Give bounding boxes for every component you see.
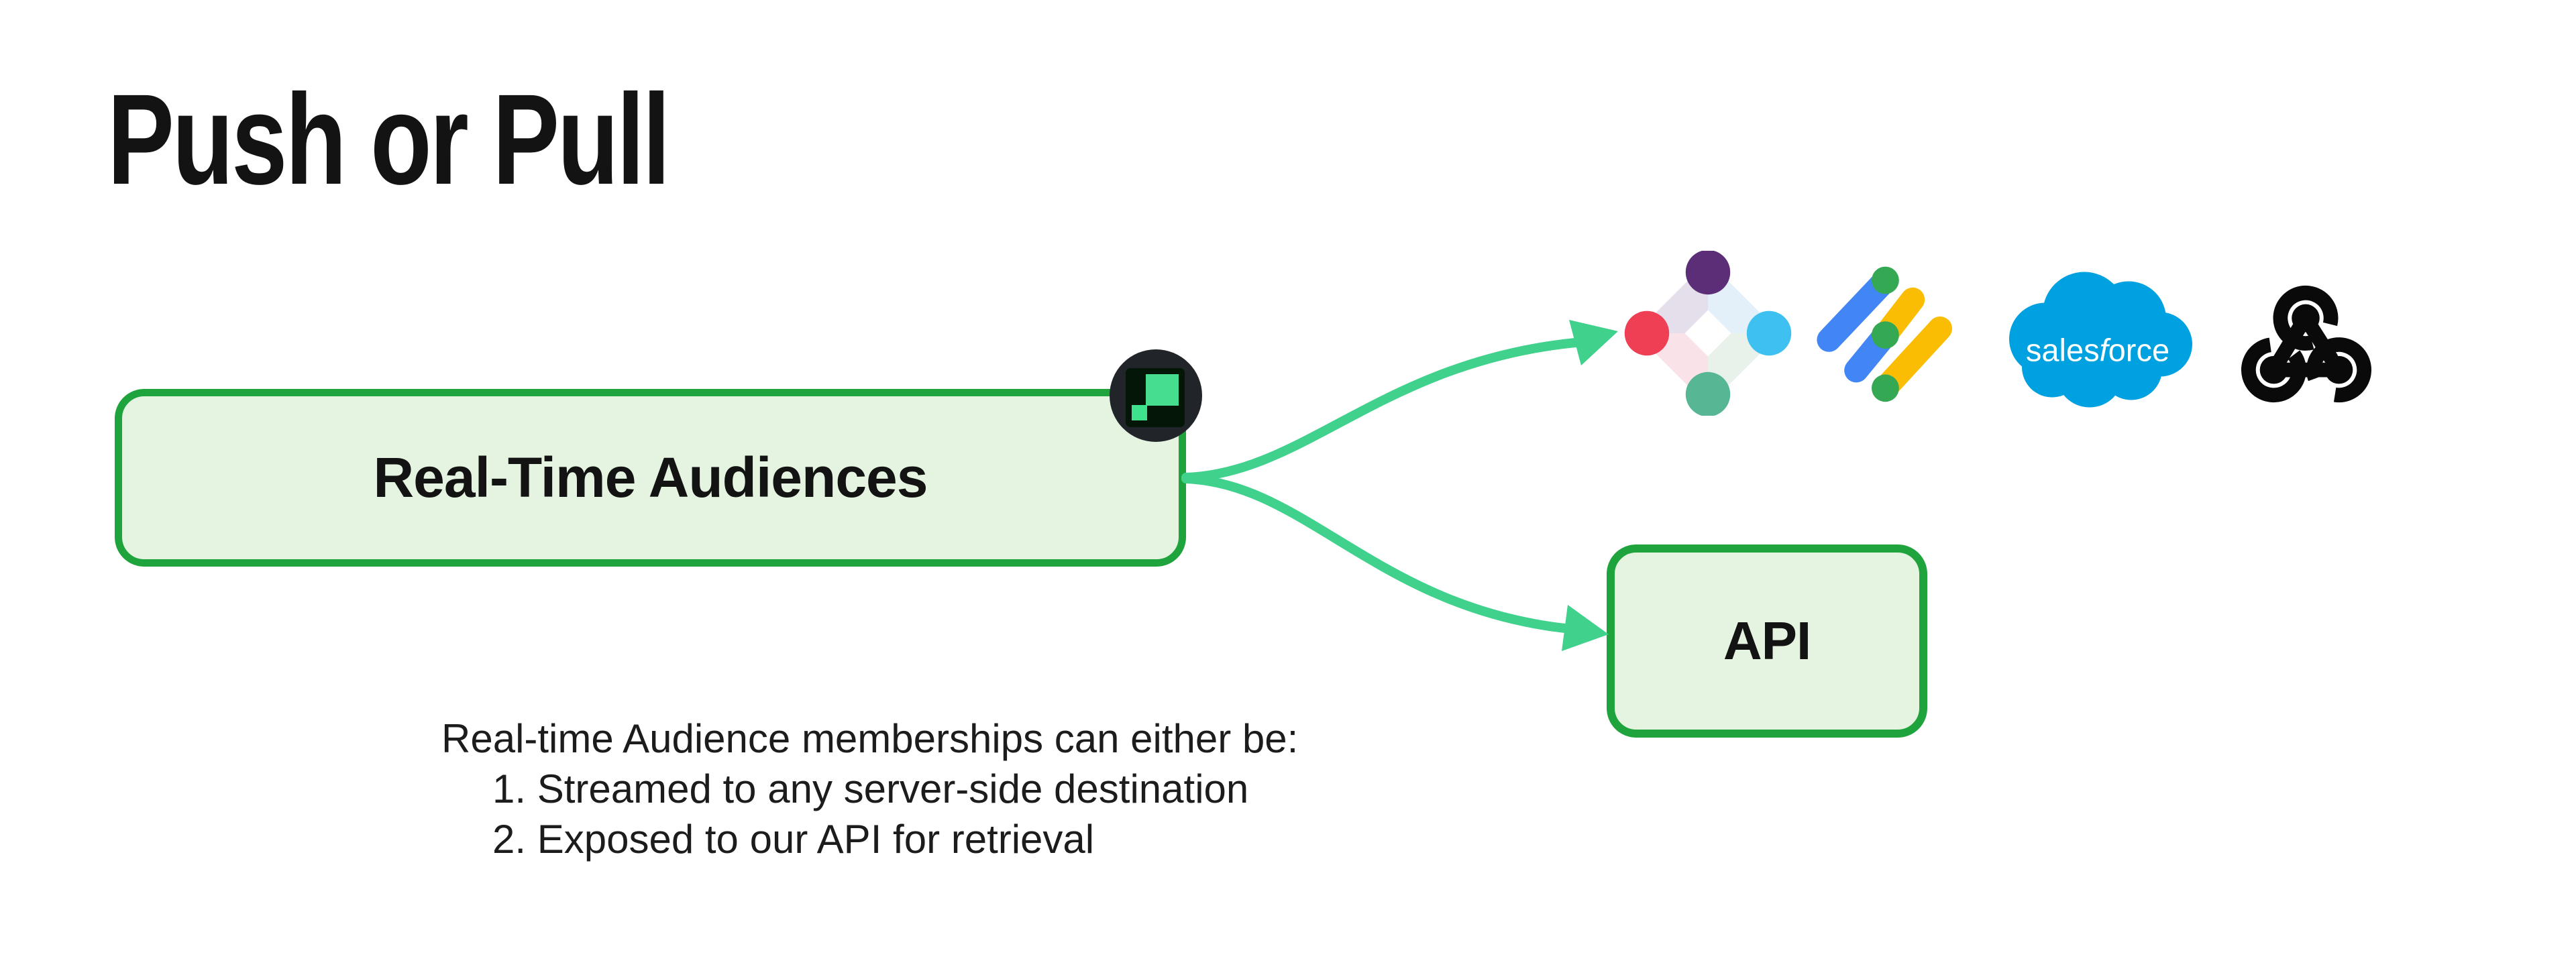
salesforce-logo: salesforce [2009,272,2192,408]
salesforce-cloud [2009,272,2192,408]
arrow-to-destinations-path [1181,338,1580,482]
arrow-to-api-path [1181,474,1570,633]
engage-icon-small-square [1132,405,1147,420]
salesforce-wordmark-pre: sales [2026,333,2100,368]
realtime-audiences-label: Real-Time Audiences [373,446,928,509]
caption-item-1: 1. Streamed to any server-side destinati… [492,766,1249,811]
realtime-audiences-node: Real-Time Audiences [115,389,1186,567]
page-title: Push or Pull [107,67,670,211]
salesforce-wordmark: salesforce [2026,333,2169,368]
iterable-dot-blue [1746,310,1792,356]
caption-block: Real-time Audience memberships can eithe… [441,713,1298,864]
gam-dot-bottom [1872,374,1899,402]
api-node: API [1607,544,1927,738]
iterable-dot-green [1685,371,1731,416]
api-label: API [1723,611,1811,671]
salesforce-wordmark-post: orce [2108,333,2169,368]
google-ad-manager-logo [1817,266,1952,402]
caption-intro: Real-time Audience memberships can eithe… [441,716,1299,761]
arrow-to-api-head [1562,605,1609,651]
iterable-logo [1624,251,1792,416]
gam-dot-middle [1872,321,1899,349]
segment-engage-icon [1126,368,1185,427]
caption-item-2: 2. Exposed to our API for retrieval [492,817,1095,862]
webhook-icon [2241,285,2372,403]
arrow-to-destinations-head [1569,320,1618,365]
gam-dot-top [1872,266,1899,294]
iterable-dot-red [1624,310,1670,356]
iterable-dot-purple [1685,251,1731,295]
webhook-nodes [2259,304,2353,384]
engage-icon-large-square [1146,374,1179,406]
engage-badge [1110,349,1202,442]
